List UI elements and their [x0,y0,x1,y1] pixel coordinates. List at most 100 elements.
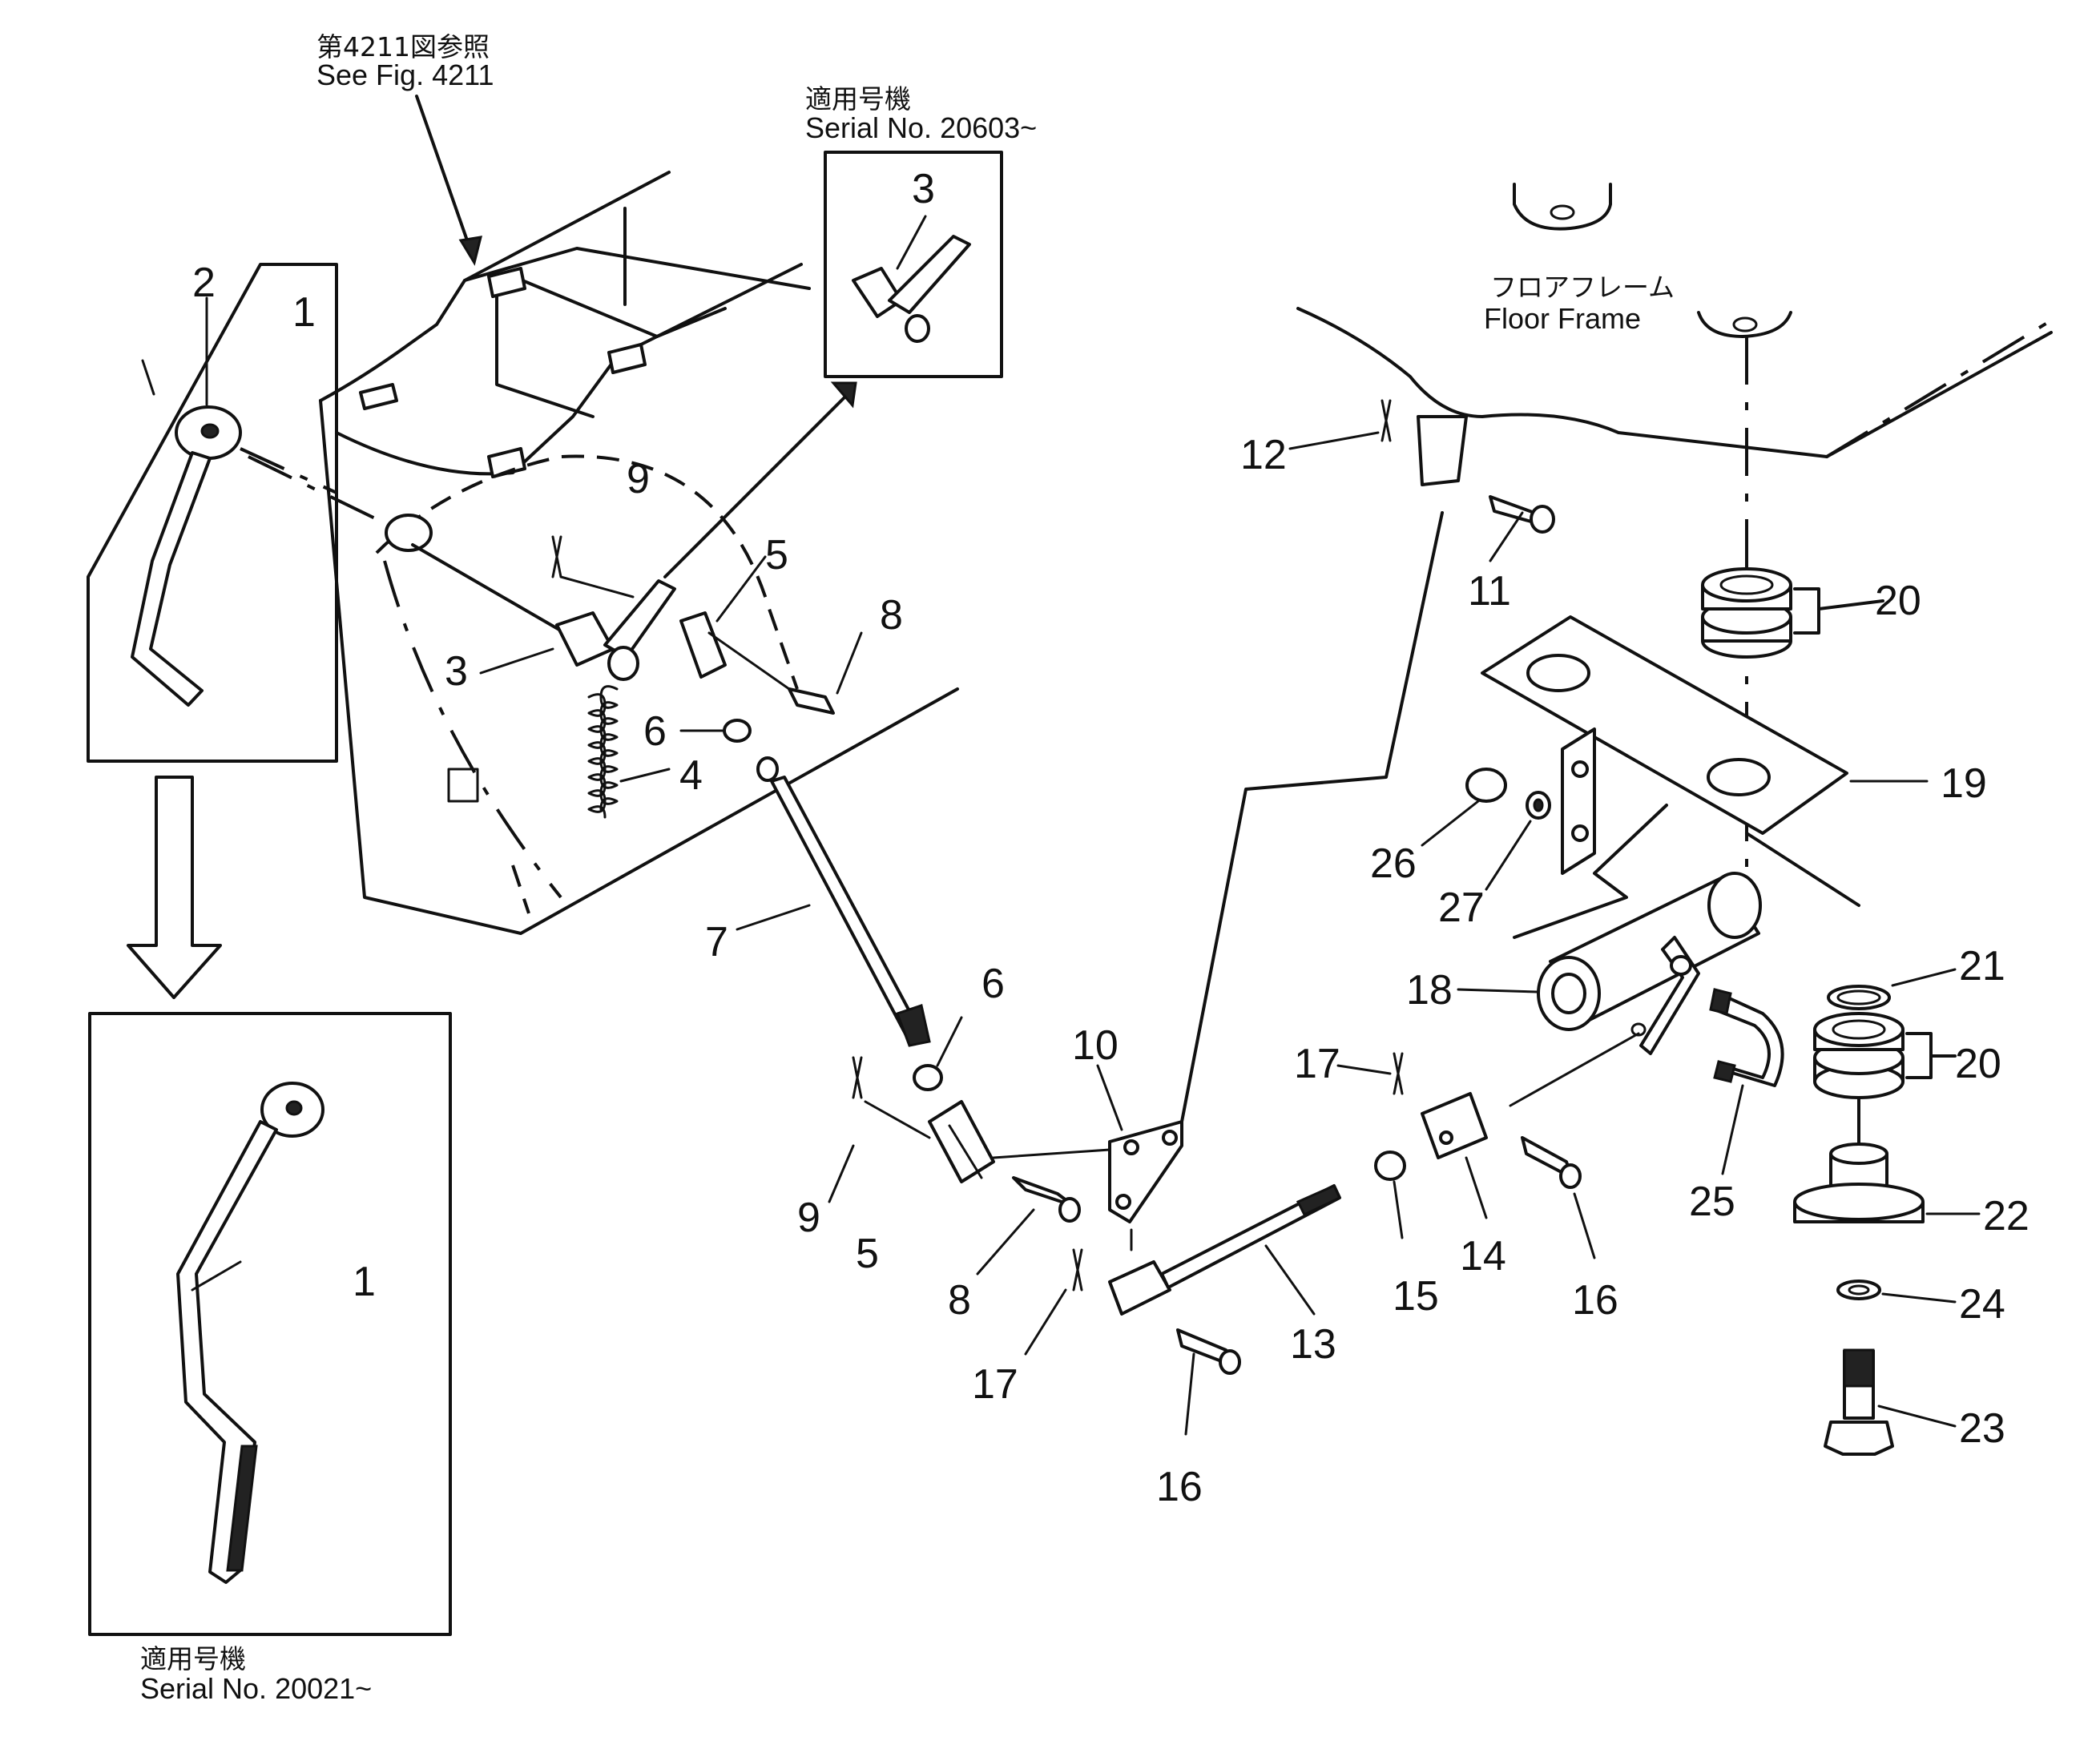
housing-body-outline [319,399,959,935]
leader-10 [1096,1064,1123,1131]
callout-17-right: 17 [1294,1041,1340,1087]
callout-22: 22 [1983,1193,2029,1239]
clevis-part-14 [1421,1092,1488,1159]
bell-crank-hole-2 [1162,1130,1178,1146]
callout-12: 12 [1240,432,1287,478]
floor-frame [1180,183,2053,1123]
nut-part-6-bottom [913,1064,943,1091]
housing-tab-4 [487,447,526,478]
callout-6-top: 6 [643,708,667,755]
down-arrow-icon [127,776,222,999]
leader-24 [1881,1292,1957,1304]
serial-bottom-jp: 適用号機 [140,1643,246,1674]
housing-top-left [319,171,671,402]
lever-eye-part-3 [607,646,639,681]
callout-3-inset: 3 [912,166,935,212]
callout-23: 23 [1959,1405,2005,1452]
collar-part-22-top [1829,1142,1888,1165]
part3-inset [824,151,1003,378]
upper-linkage [248,381,857,819]
clevis-part-5-bottom [928,1100,995,1183]
bolt-head-part-16-bottom [1219,1349,1241,1375]
leader-8b [976,1208,1035,1275]
bolt-head-part-16-right [1559,1163,1582,1189]
cotter-pin-part-17-bottom [1072,1248,1083,1292]
leader-23 [1877,1404,1957,1428]
leader-9b [828,1144,855,1203]
cylinder-arm-eye [1630,1022,1647,1037]
housing-label-box [447,768,479,803]
floor-frame-jp: フロアフレーム [1490,272,1675,303]
cotter-pin-part-9-top [551,535,562,578]
callout-20-bottom: 20 [1955,1041,2001,1087]
clevis-pin-line [707,631,791,691]
arrow-to-inset-shaft [663,391,851,578]
inset-block-part-3 [852,267,903,318]
callout-3: 3 [445,648,468,695]
collar-part-22-flange [1793,1183,1925,1221]
cylinder-arm-pivot [1670,955,1692,976]
lever-grip-bottom [226,1445,258,1572]
callout-17-bottom: 17 [972,1361,1018,1408]
rod-eye [756,756,779,782]
ring-part-21-inner [1836,989,1881,1005]
cylinder-far-end [1707,872,1762,939]
bushing-stack-top [1701,567,1884,659]
callout-18: 18 [1406,967,1453,1014]
leader-14 [1465,1156,1488,1219]
lever-centerline [240,447,337,494]
leader-25 [1721,1084,1744,1175]
nut-part-15 [1374,1151,1406,1181]
bolt-head-part-11 [1530,505,1555,534]
serial-note-top: 適用号機 Serial No. 20603~ [805,83,1037,144]
plate-bracket [1561,727,1596,875]
callout-numbers: 1 2 1 3 3 4 5 5 6 6 7 8 8 9 9 10 11 12 1… [192,166,2029,1510]
housing-inner-wall [495,287,595,418]
cotter-leader-bottom [864,1100,931,1139]
leader-17b [1024,1288,1067,1356]
callout-6-bottom: 6 [981,961,1005,1007]
floor-frame-far-edge [1825,319,2053,458]
rod-end-part-13 [1108,1260,1171,1316]
plate-assembly [1481,615,1860,939]
callout-11: 11 [1468,568,1511,615]
inset-eye-part-3 [905,314,930,343]
housing-tab-3 [607,343,647,374]
bushing-bottom-upper-face [1813,1012,1905,1047]
leader-6b [936,1016,963,1067]
nut-part-26 [1465,768,1507,803]
lever-hub-bore-bottom [285,1100,303,1116]
floor-frame-label: フロアフレーム Floor Frame [1484,272,1675,335]
inset-arm-part-3 [888,235,971,314]
inset-frame-bottom [88,1012,452,1636]
callout-25: 25 [1689,1179,1735,1225]
u-bolt-inner [1713,1008,1771,1079]
bracket-hole-1 [1571,760,1589,778]
leader-16a [1573,1192,1596,1259]
housing-tab-2 [487,267,526,298]
lever-inset-bottom [88,1012,452,1636]
rod-part-7 [756,756,931,1047]
bushing-top-bore [1719,574,1774,595]
callout-19: 19 [1941,760,1987,807]
nut-part-6-top [723,719,752,743]
bushing-top-bracket [1793,587,1884,635]
serial-top-en: Serial No. 20603~ [805,111,1037,144]
cylinder-to-clevis-line [1509,1032,1640,1107]
u-bolt-thread-2 [1713,1060,1736,1083]
leader-18 [1457,988,1538,993]
nut-washer-upper [1465,768,1551,820]
callout-27: 27 [1438,885,1485,931]
arrow-to-inset-head [830,381,857,409]
cotter-pin-part-9-bottom [852,1056,863,1099]
variant-down-arrow [127,776,222,999]
floor-hole-top-inner [1550,204,1575,220]
callout-20-top: 20 [1875,578,1921,624]
floor-frame-edge [1296,307,1828,458]
see-fig-arrow [415,95,474,258]
floor-frame-lip [1825,331,2053,458]
leader-5a [715,555,767,623]
callout-8-bottom: 8 [948,1277,971,1324]
callout-1-top: 1 [292,289,316,336]
leader-lines [191,296,1981,1436]
